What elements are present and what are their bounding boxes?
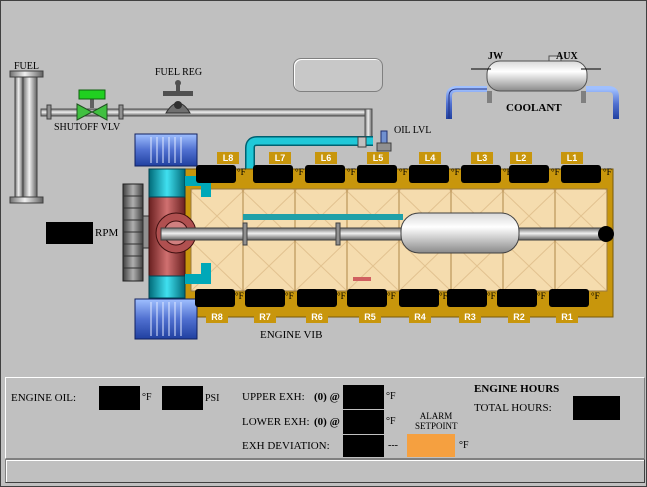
- deg-f-l3: °F: [503, 167, 512, 177]
- deg-f-r8: °F: [235, 291, 244, 301]
- coolant-label: COOLANT: [506, 102, 562, 114]
- cyl-temp-r7: [245, 289, 285, 307]
- cyl-temp-l3: [461, 165, 501, 183]
- upper-exh-label: UPPER EXH:: [242, 391, 305, 403]
- alarm-setpoint-label: ALARM SETPOINT: [415, 411, 458, 431]
- status-bar: [5, 459, 645, 483]
- cyl-tag-l4: L4: [419, 152, 441, 164]
- coolant-tank: [446, 55, 619, 119]
- deg-f-l7: °F: [295, 167, 304, 177]
- cyl-tag-r8: R8: [206, 311, 228, 323]
- upper-exh-value: [343, 385, 384, 409]
- fuel-tank: [9, 70, 44, 204]
- cyl-temp-l7: [253, 165, 293, 183]
- cyl-tag-r7: R7: [254, 311, 276, 323]
- oil-level-label: OIL LVL: [394, 125, 432, 136]
- exh-deviation-value: [343, 435, 384, 457]
- cyl-tag-l5: L5: [367, 152, 389, 164]
- cyl-temp-r2: [497, 289, 537, 307]
- cyl-tag-r6: R6: [306, 311, 328, 323]
- alarm-setpoint-input[interactable]: [407, 434, 455, 457]
- total-hours-value: [573, 396, 620, 420]
- deg-f-r4: °F: [439, 291, 448, 301]
- deg-f-l5: °F: [399, 167, 408, 177]
- exh-deviation-dashes: ---: [388, 440, 398, 451]
- deg-f-r2: °F: [537, 291, 546, 301]
- deg-f-r7: °F: [285, 291, 294, 301]
- engine-hours-title: ENGINE HOURS: [474, 383, 560, 395]
- jw-label: JW: [488, 51, 503, 62]
- cyl-tag-l6: L6: [315, 152, 337, 164]
- intercooler-top: [134, 133, 198, 167]
- cyl-tag-l2: L2: [510, 152, 532, 164]
- fuel-label: FUEL: [14, 61, 39, 72]
- engine-data-panel: [5, 377, 645, 459]
- fuel-reg-label: FUEL REG: [155, 67, 203, 78]
- exh-deviation-label: EXH DEVIATION:: [242, 440, 330, 452]
- cyl-tag-r5: R5: [359, 311, 381, 323]
- cyl-temp-l4: [409, 165, 449, 183]
- upper-exh-index: (0) @: [314, 391, 340, 403]
- cyl-tag-l1: L1: [561, 152, 583, 164]
- cyl-temp-r6: [297, 289, 337, 307]
- cyl-tag-l3: L3: [471, 152, 493, 164]
- cyl-temp-r4: [399, 289, 439, 307]
- cyl-temp-r1: [549, 289, 589, 307]
- engine-oil-label: ENGINE OIL:: [11, 392, 77, 404]
- lower-exh-label: LOWER EXH:: [242, 416, 310, 428]
- cyl-tag-r4: R4: [409, 311, 431, 323]
- engine-vib-label: ENGINE VIB: [260, 329, 323, 341]
- intercooler-bottom: [134, 298, 198, 340]
- deg-f-r1: °F: [591, 291, 600, 301]
- fuel-regulator: [163, 80, 193, 114]
- engine-oil-temp-unit: °F: [142, 392, 152, 403]
- shutoff-valve-label: SHUTOFF VLV: [54, 122, 121, 133]
- cyl-temp-r5: [347, 289, 387, 307]
- deg-f-r3: °F: [487, 291, 496, 301]
- cyl-temp-l1: [561, 165, 601, 183]
- cyl-tag-r2: R2: [508, 311, 530, 323]
- shutoff-valve: [76, 89, 108, 121]
- deg-f-l8: °F: [237, 167, 246, 177]
- cyl-temp-r3: [447, 289, 487, 307]
- lower-exh-unit: °F: [386, 416, 396, 427]
- cyl-temp-l5: [357, 165, 397, 183]
- engine-oil-pressure-unit: PSI: [205, 393, 220, 404]
- deg-f-r5: °F: [387, 291, 396, 301]
- deg-f-l4: °F: [451, 167, 460, 177]
- deg-f-r6: °F: [337, 291, 346, 301]
- alarm-setpoint-unit: °F: [459, 440, 469, 451]
- engine-diagram: [9, 55, 619, 340]
- deg-f-l6: °F: [347, 167, 356, 177]
- upper-exh-unit: °F: [386, 391, 396, 402]
- engine-oil-pressure-value: [162, 386, 203, 410]
- cyl-tag-r3: R3: [459, 311, 481, 323]
- cyl-temp-l2: [509, 165, 549, 183]
- rpm-value: [46, 222, 93, 244]
- cyl-tag-r1: R1: [556, 311, 578, 323]
- message-box: [293, 58, 383, 92]
- cyl-temp-r8: [195, 289, 235, 307]
- lower-exh-index: (0) @: [314, 416, 340, 428]
- deg-f-l1: °F: [603, 167, 612, 177]
- total-hours-label: TOTAL HOURS:: [474, 402, 552, 414]
- lower-exh-value: [343, 410, 384, 434]
- cyl-temp-l8: [196, 165, 236, 183]
- aux-label: AUX: [556, 51, 578, 62]
- engine-oil-temp-value: [99, 386, 140, 410]
- cyl-tag-l7: L7: [269, 152, 291, 164]
- deg-f-l2: °F: [551, 167, 560, 177]
- cyl-temp-l6: [305, 165, 345, 183]
- rpm-label: RPM: [95, 227, 119, 239]
- cyl-tag-l8: L8: [217, 152, 239, 164]
